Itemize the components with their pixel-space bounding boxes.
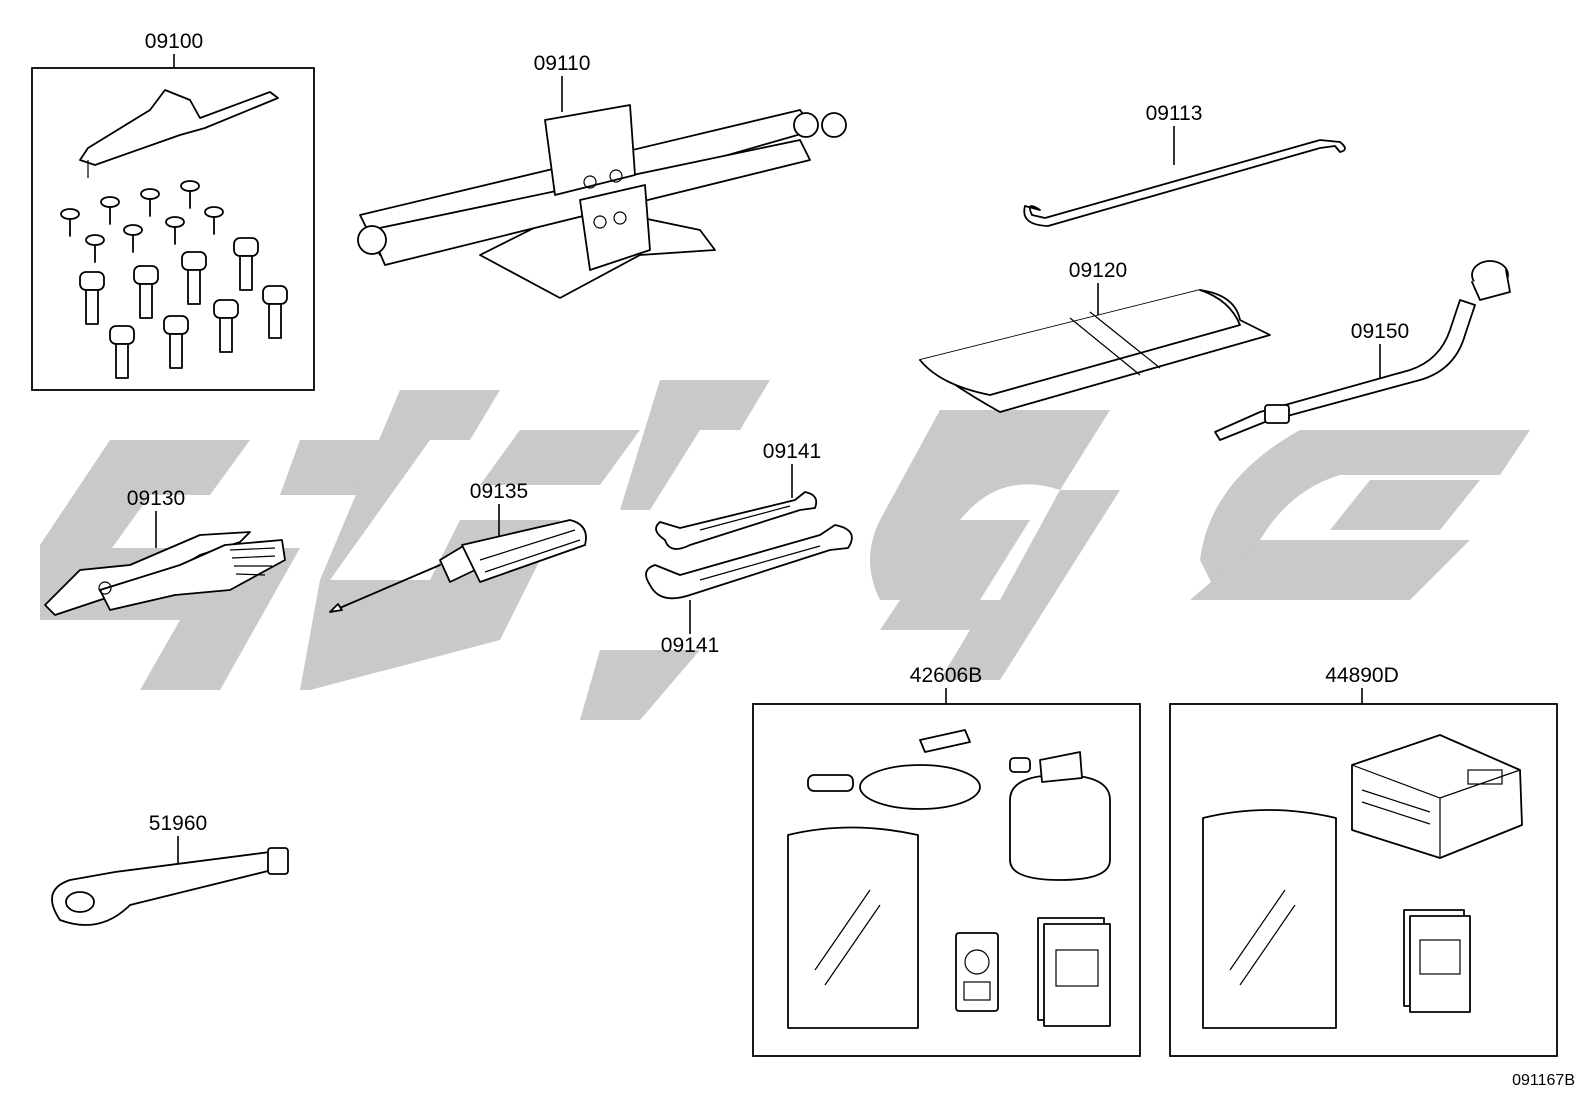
jack-handle-group: 09113 xyxy=(1023,102,1346,227)
tool-bag-group: 09120 xyxy=(919,259,1271,413)
sticker-icon xyxy=(955,932,999,1012)
pliers-icon xyxy=(44,531,286,616)
label-44890D[interactable]: 44890D xyxy=(1325,664,1399,687)
manual-icon xyxy=(1037,917,1111,1027)
label-09130[interactable]: 09130 xyxy=(127,487,185,510)
compressor-icon xyxy=(1351,734,1523,859)
tool-set-group: 09100 xyxy=(31,30,315,391)
wheel-wrench-icon xyxy=(1214,260,1511,441)
label-09100[interactable]: 09100 xyxy=(145,30,203,53)
small-wrench-icon xyxy=(655,491,818,550)
label-51960[interactable]: 51960 xyxy=(149,812,207,835)
repair-kit-group: 42606B xyxy=(752,664,1141,1057)
hose-icon xyxy=(807,729,981,810)
screwdriver-group: 09135 xyxy=(329,480,587,613)
bag-icon xyxy=(787,826,919,1029)
compressor-bag-icon xyxy=(1202,809,1337,1029)
figure-code: 091167B xyxy=(1512,1072,1575,1089)
compressor-kit-box xyxy=(1169,703,1558,1057)
label-09150[interactable]: 09150 xyxy=(1351,320,1409,343)
sealant-bottle-icon xyxy=(1009,751,1111,881)
large-wrench-icon xyxy=(645,524,853,600)
screwdriver-icon xyxy=(329,519,587,613)
towing-eyelet-group: 51960 xyxy=(51,812,289,926)
label-42606B[interactable]: 42606B xyxy=(910,664,982,687)
repair-kit-box xyxy=(752,703,1141,1057)
tool-set-box xyxy=(31,67,315,391)
label-09141-bottom[interactable]: 09141 xyxy=(661,634,719,657)
wheel-wrench-group: 09150 xyxy=(1214,260,1511,441)
scissor-jack-icon xyxy=(357,104,847,299)
jack-handle-icon xyxy=(1023,139,1346,227)
watermark-logo xyxy=(40,380,1530,720)
hex-key-icon xyxy=(79,89,279,178)
pliers-group: 09130 xyxy=(44,487,286,616)
label-09120[interactable]: 09120 xyxy=(1069,259,1127,282)
label-09113[interactable]: 09113 xyxy=(1146,102,1203,125)
label-09110[interactable]: 09110 xyxy=(534,52,591,75)
wrench-group: 09141 09141 xyxy=(645,440,853,657)
towing-eyelet-icon xyxy=(51,847,289,926)
tool-bag-icon xyxy=(919,289,1271,413)
label-09141-top[interactable]: 09141 xyxy=(763,440,821,463)
jack-group: 09110 xyxy=(357,52,847,299)
label-09135[interactable]: 09135 xyxy=(470,480,528,503)
bolts-icon xyxy=(60,180,288,379)
compressor-manual-icon xyxy=(1403,909,1471,1013)
compressor-kit-group: 44890D xyxy=(1169,664,1558,1057)
